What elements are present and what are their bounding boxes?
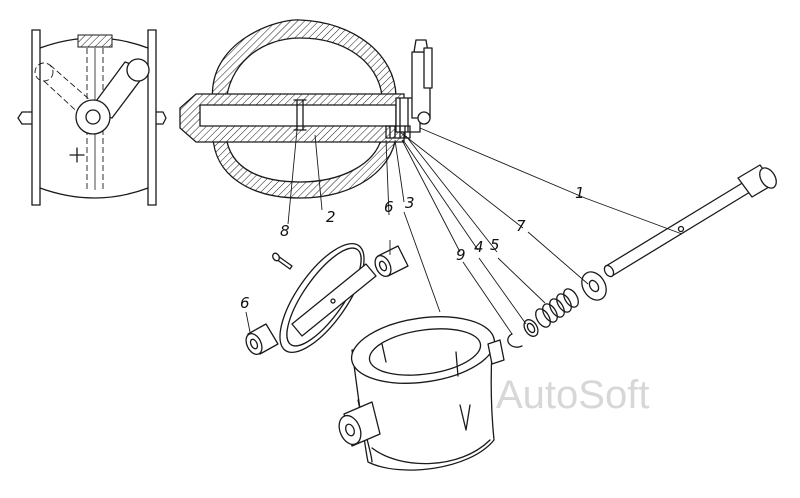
part-8-screw (272, 252, 293, 270)
watermark-text: AutoSoft (496, 373, 649, 417)
part-9-snap-ring (507, 333, 523, 348)
callout-6-lower: 6 (240, 294, 250, 312)
part-1-shaft (603, 164, 777, 278)
valve-side-view (17, 29, 167, 206)
callout-9: 9 (456, 246, 466, 264)
callout-5: 5 (490, 236, 500, 254)
leader-lines (245, 127, 683, 335)
callout-6-upper: 6 (384, 198, 394, 216)
part-4-ring (523, 319, 539, 337)
part-7-washer (581, 271, 607, 301)
callout-1: 1 (575, 184, 585, 202)
part-6-bushing-upper (374, 245, 409, 278)
callout-7: 7 (516, 217, 526, 235)
callout-3: 3 (405, 194, 415, 212)
valve-section-view (179, 19, 433, 199)
callout-4: 4 (474, 238, 484, 256)
part-3-valve-body (338, 316, 505, 471)
part-5-spring (535, 288, 579, 328)
part-6-bushing-lower (245, 323, 279, 356)
part-2-disc (279, 242, 377, 354)
callout-2: 2 (326, 208, 336, 226)
callout-8: 8 (280, 222, 290, 240)
